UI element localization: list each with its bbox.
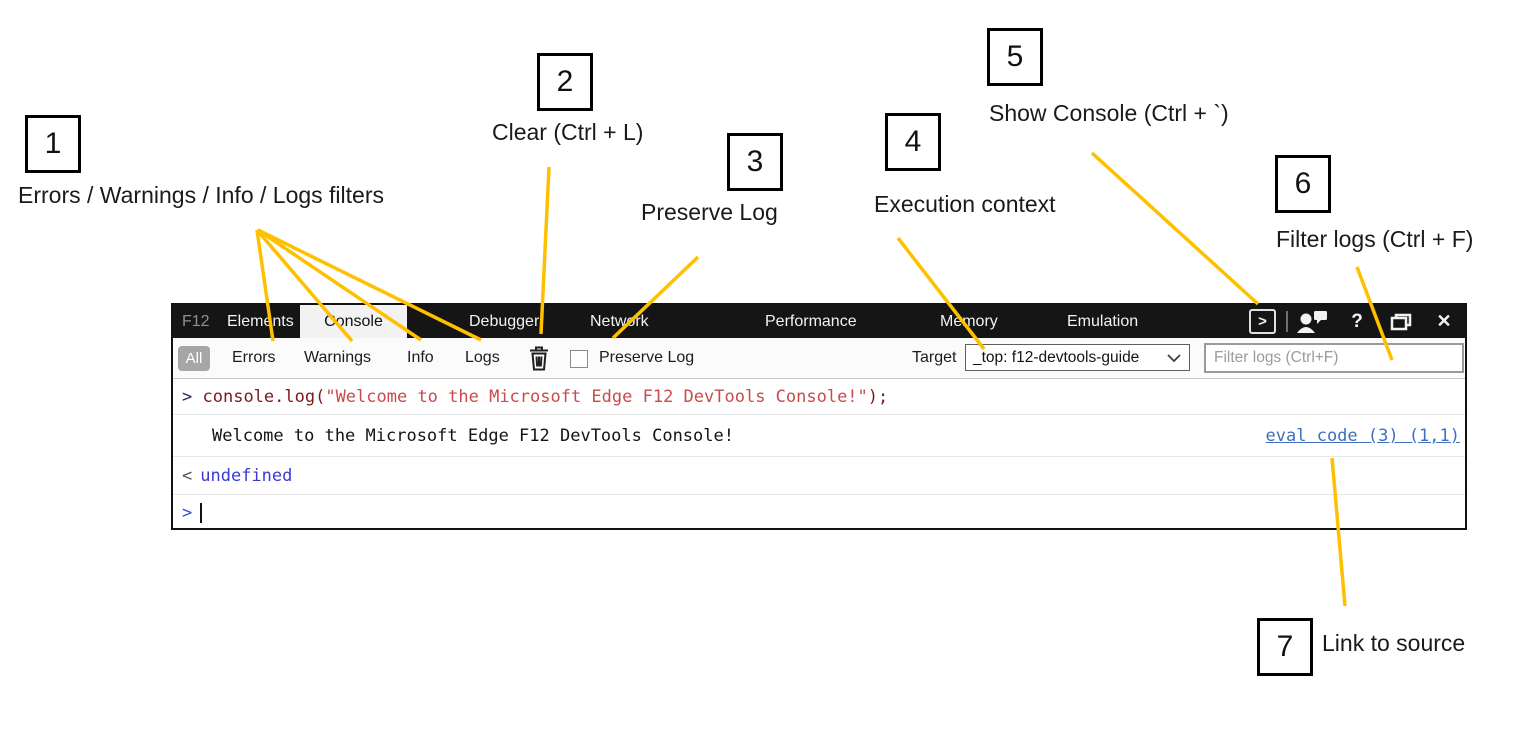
filter-logs-input[interactable] [1204, 343, 1464, 373]
filter-logs-button[interactable]: Logs [465, 349, 500, 366]
tab-f12[interactable]: F12 [182, 313, 210, 330]
tab-memory[interactable]: Memory [940, 313, 998, 330]
echo-prompt: > [182, 387, 193, 407]
callout-2-label: Clear (Ctrl + L) [492, 119, 644, 145]
callout-2-number: 2 [556, 65, 574, 98]
tab-performance[interactable]: Performance [765, 313, 857, 330]
filter-errors-button[interactable]: Errors [232, 349, 276, 366]
chevron-down-icon [1167, 353, 1181, 362]
restore-window-icon[interactable] [1387, 305, 1415, 338]
help-icon[interactable]: ? [1351, 310, 1363, 332]
input-prompt: > [182, 503, 193, 523]
callout-4-number: 4 [904, 125, 922, 158]
callout-1-label: Errors / Warnings / Info / Logs filters [18, 182, 384, 208]
close-icon[interactable]: ✕ [1436, 311, 1452, 331]
source-link[interactable]: eval code (3) (1,1) [1265, 426, 1460, 446]
tab-elements[interactable]: Elements [227, 313, 294, 330]
result-value: undefined [200, 466, 293, 486]
console-log-row: Welcome to the Microsoft Edge F12 DevToo… [173, 415, 1465, 457]
filter-warnings-button[interactable]: Warnings [304, 349, 371, 366]
callout-3-label: Preserve Log [641, 199, 778, 225]
callout-1-box: 1 [25, 115, 81, 173]
preserve-log-label[interactable]: Preserve Log [599, 349, 695, 366]
titlebar-separator [1286, 311, 1288, 332]
callout-4-box: 4 [885, 113, 941, 171]
tab-network[interactable]: Network [590, 313, 649, 330]
user-feedback-icon[interactable] [1295, 305, 1329, 338]
callout-6-box: 6 [1275, 155, 1331, 213]
echo-code: console.log( [202, 387, 326, 407]
console-input-row[interactable]: > [173, 495, 1465, 532]
echo-string: "Welcome to the Microsoft Edge F12 DevTo… [325, 387, 868, 407]
tab-emulation[interactable]: Emulation [1067, 313, 1139, 330]
preserve-log-checkbox[interactable] [570, 350, 588, 368]
target-dropdown[interactable]: _top: f12-devtools-guide [965, 344, 1190, 371]
devtools-titlebar: F12 Elements Console Debugger Network Pe… [173, 305, 1465, 338]
callout-5-box: 5 [987, 28, 1043, 86]
callout-1-number: 1 [44, 127, 62, 160]
callout-7-number: 7 [1276, 630, 1294, 663]
clear-trash-icon[interactable] [528, 346, 550, 372]
text-cursor [200, 503, 203, 523]
echo-suffix: ); [867, 387, 889, 407]
console-echo-row: > console.log("Welcome to the Microsoft … [173, 379, 1465, 415]
console-toolbar: All Errors Warnings Info Logs Preserve L… [173, 338, 1465, 379]
devtools-window: F12 Elements Console Debugger Network Pe… [171, 303, 1467, 530]
result-arrow: < [182, 466, 193, 486]
filter-info-button[interactable]: Info [407, 349, 434, 366]
callout-5-number: 5 [1006, 40, 1024, 73]
callout-5-label: Show Console (Ctrl + `) [989, 100, 1229, 126]
tab-console[interactable]: Console [300, 305, 407, 338]
callout-3-box: 3 [727, 133, 783, 191]
filter-all-button[interactable]: All [178, 346, 210, 371]
callout-7-label: Link to source [1322, 630, 1466, 656]
log-message: Welcome to the Microsoft Edge F12 DevToo… [212, 426, 734, 446]
callout-7-box: 7 [1257, 618, 1313, 676]
callout-3-number: 3 [746, 145, 764, 178]
tab-debugger[interactable]: Debugger [469, 313, 540, 330]
callout-4-label: Execution context [874, 191, 1056, 217]
target-label: Target [912, 349, 957, 366]
callout-2-box: 2 [537, 53, 593, 111]
callout-6-number: 6 [1294, 167, 1312, 200]
target-dropdown-value: _top: f12-devtools-guide [973, 348, 1140, 366]
callout-6-label: Filter logs (Ctrl + F) [1276, 226, 1474, 252]
show-console-icon[interactable]: > [1249, 309, 1276, 334]
callout-line-show-console [1090, 151, 1260, 306]
console-result-row: < undefined [173, 457, 1465, 495]
